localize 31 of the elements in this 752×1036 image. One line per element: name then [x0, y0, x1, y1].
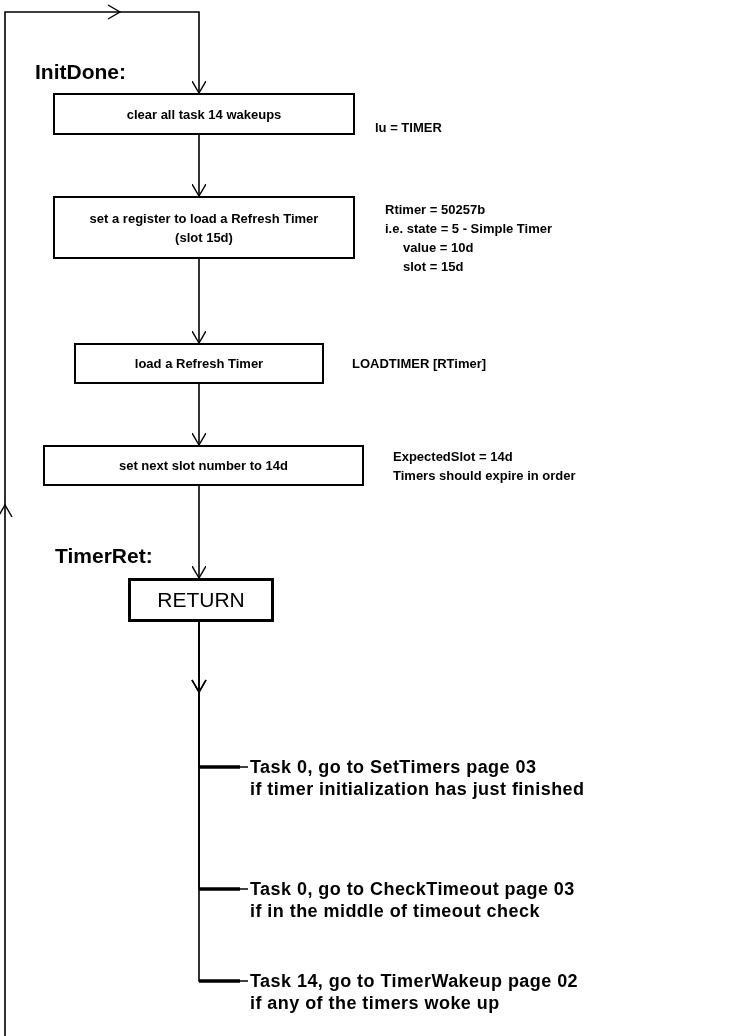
arrow: [191, 258, 207, 344]
annotation-text: slot = 15d: [402, 258, 465, 276]
process-box: [53, 93, 355, 135]
box-text: load a Refresh Timer: [134, 355, 264, 373]
process-box: [53, 196, 355, 259]
box-text: RETURN: [157, 587, 245, 614]
arrow: [0, 4, 207, 1036]
annotation-text: LOADTIMER [RTimer]: [352, 355, 487, 373]
annotation-text: i.e. state = 5 - Simple Timer: [385, 220, 553, 238]
box-text: set next slot number to 14d: [118, 457, 288, 475]
arrow: [191, 485, 207, 579]
process-box: [43, 445, 364, 486]
branch-note: if in the middle of timeout check: [250, 900, 541, 922]
box-text: set a register to load a Refresh Timer (slot 15d): [88, 209, 320, 247]
label-heading: InitDone:: [35, 61, 126, 82]
branch-note: Task 0, go to CheckTimeout page 03: [250, 878, 576, 900]
annotation-text: value = 10d: [402, 239, 475, 257]
annotation-text: Timers should expire in order: [393, 467, 576, 485]
box-text: clear all task 14 wakeups: [126, 105, 282, 124]
annotation-text: ExpectedSlot = 14d: [393, 448, 514, 466]
branch-note: if timer initialization has just finished: [250, 778, 586, 800]
annotation-text: Rtimer = 50257b: [385, 201, 487, 219]
branch-note: Task 0, go to SetTimers page 03: [250, 756, 538, 778]
process-box: [74, 343, 324, 384]
annotation-text: lu = TIMER: [375, 119, 442, 137]
branch-note: Task 14, go to TimerWakeup page 02: [250, 970, 580, 992]
arrow: [191, 134, 207, 197]
branch-note: if any of the timers woke up: [250, 992, 501, 1014]
return-box: [128, 578, 274, 622]
label-heading: TimerRet:: [55, 545, 153, 566]
arrow: [191, 383, 207, 446]
